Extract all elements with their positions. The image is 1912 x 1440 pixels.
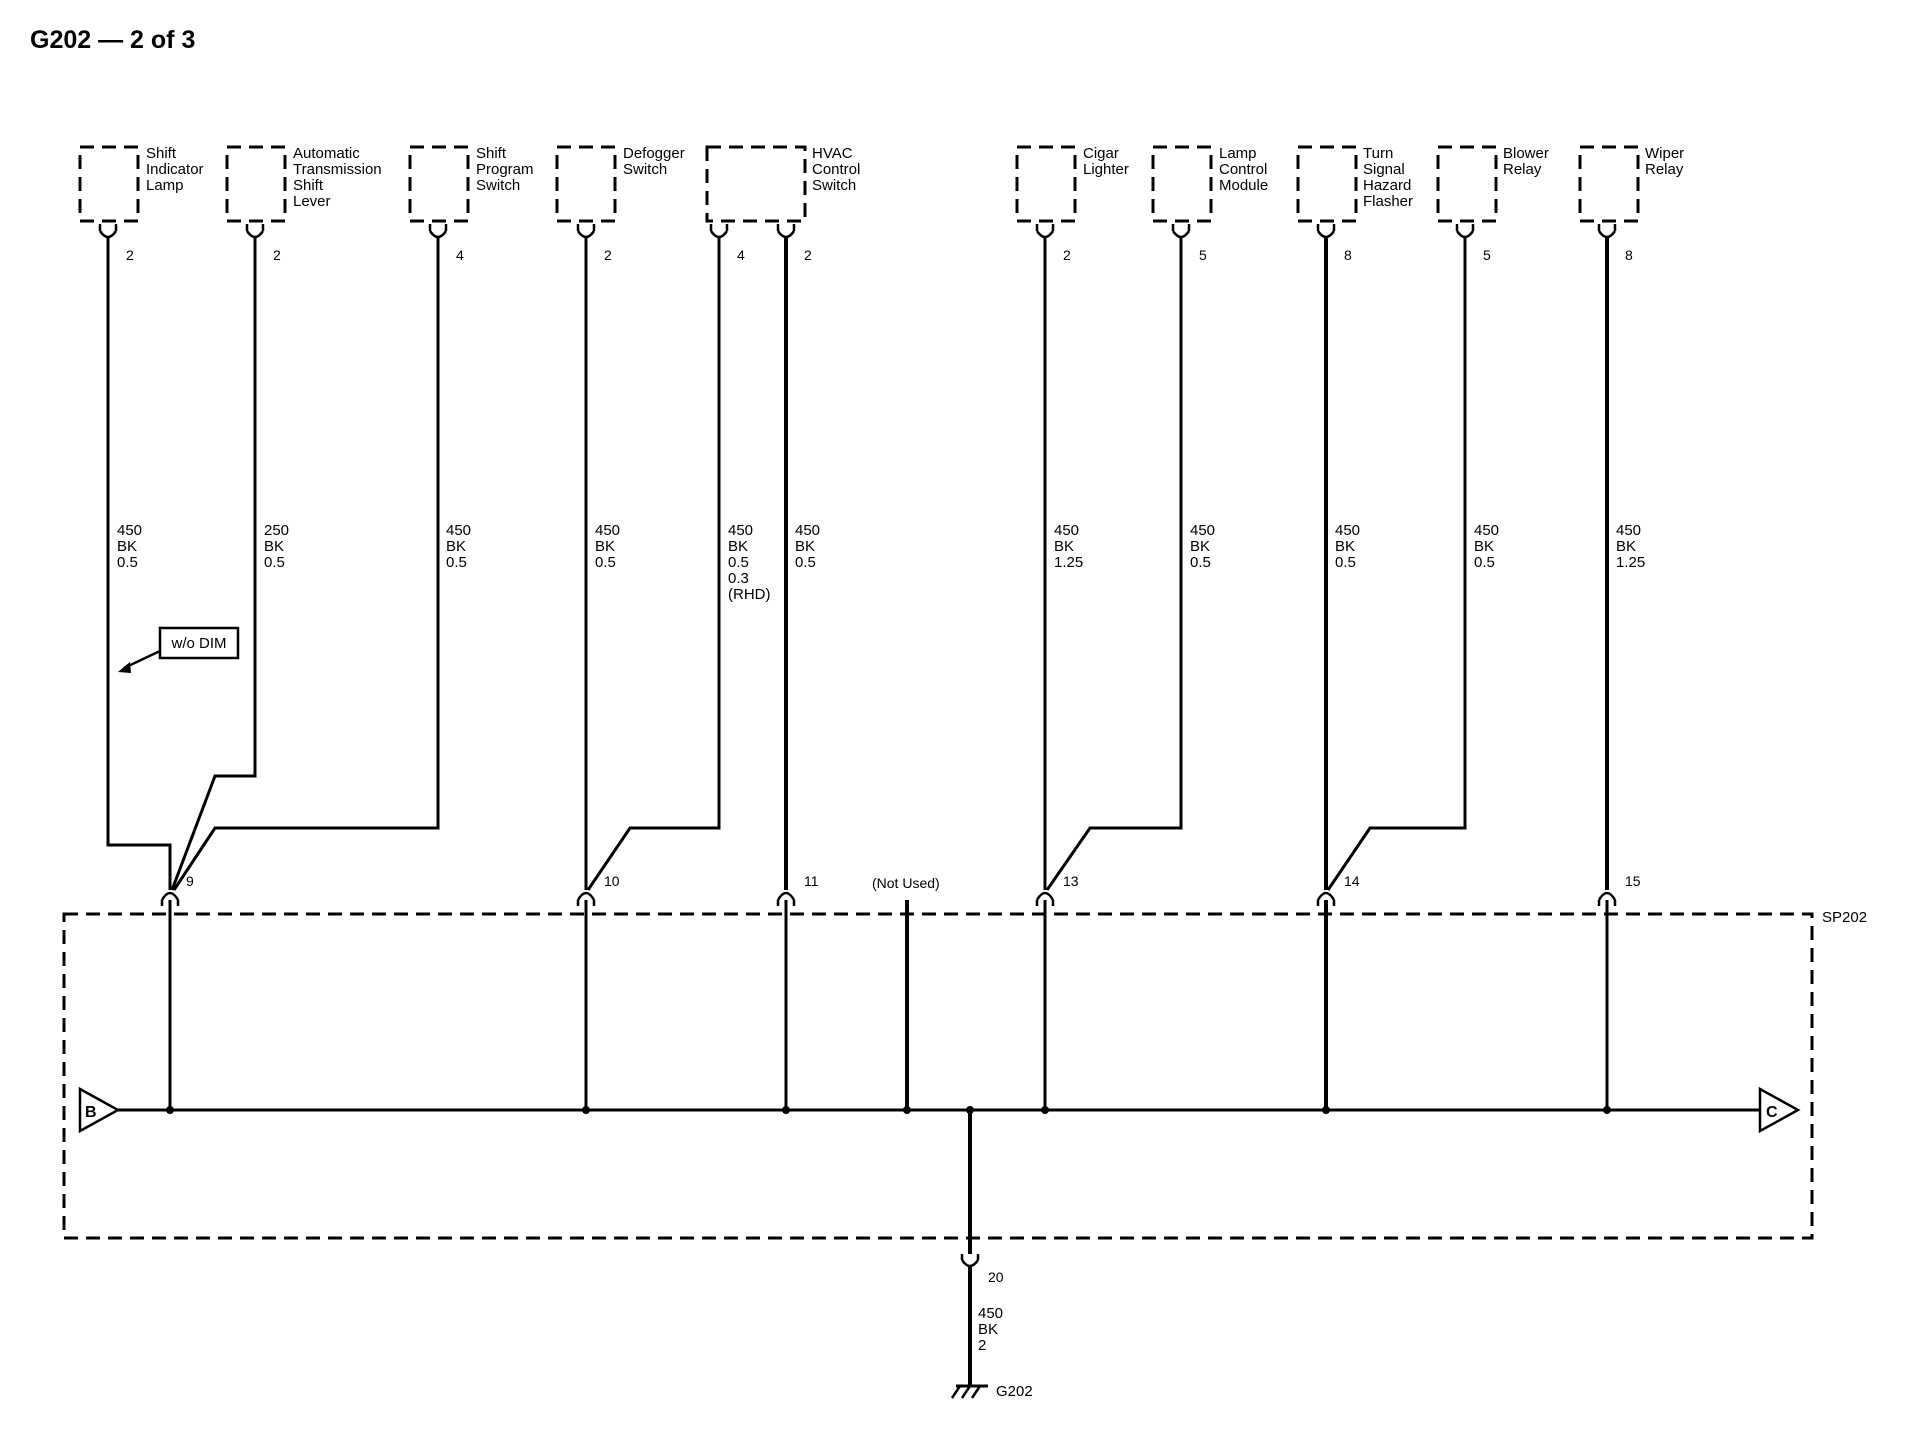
- pin-automatic-transmission-shift-lever: 2: [273, 247, 281, 263]
- splice-pack-outline: [62, 912, 1814, 1240]
- bus-junction-dots: [166, 1106, 1611, 1114]
- top-connector-blower-relay: [1455, 224, 1475, 239]
- label-blower-relay: Blower Relay: [1503, 145, 1553, 178]
- component-box-shift-indicator-lamp: [78, 145, 140, 223]
- wire-shift-program-switch: [172, 238, 440, 891]
- component-box-cigar-lighter: [1015, 145, 1077, 223]
- pin-lamp-control-module: 5: [1199, 247, 1207, 263]
- top-connector-defogger-switch: [576, 224, 596, 239]
- option-note-arrowhead: [118, 662, 131, 673]
- component-box-hvac-control-switch: [705, 145, 807, 223]
- pin-turn-signal-hazard-flasher: 8: [1344, 247, 1352, 263]
- label-cigar-lighter: Cigar Lighter: [1083, 145, 1129, 178]
- wire-label-automatic-transmission-shift-lever: 250 BK 0.5: [264, 522, 293, 571]
- option-note-box: [158, 626, 240, 660]
- splice-pin-10: 10: [604, 873, 620, 889]
- wire-label-lamp-control-module: 450 BK 0.5: [1190, 522, 1219, 571]
- splice-connector-14: [1316, 891, 1336, 906]
- ground-pin: 20: [988, 1269, 1004, 1285]
- label-shift-program-switch: Shift Program Switch: [476, 145, 538, 194]
- splice-connector-10: [576, 891, 596, 906]
- ground-wire-label: 450 BK 2: [978, 1305, 1007, 1354]
- label-defogger-switch: Defogger Switch: [623, 145, 689, 178]
- option-note-label: w/o DIM: [170, 635, 226, 652]
- top-connectors: [98, 224, 1617, 239]
- top-connector-automatic-transmission-shift-lever: [245, 224, 265, 239]
- wire-label-turn-signal-hazard-flasher: 450 BK 0.5: [1335, 522, 1364, 571]
- splice-pin-13: 13: [1063, 873, 1079, 889]
- splice-connector-15: [1597, 891, 1617, 906]
- bus-right-label: C: [1766, 1104, 1778, 1121]
- pin-hvac-4: 4: [737, 247, 745, 263]
- bus-left-arrow: [78, 1086, 121, 1134]
- ground-connector: [960, 1254, 980, 1268]
- splice-pin-14: 14: [1344, 873, 1360, 889]
- component-box-lamp-control-module: [1151, 145, 1213, 223]
- top-connector-hvac-pin-4: [709, 224, 729, 239]
- wire-blower-relay: [1326, 238, 1467, 891]
- component-box-blower-relay: [1436, 145, 1498, 223]
- splice-pin-9: 9: [186, 873, 194, 889]
- wire-label-defogger-switch: 450 BK 0.5: [595, 522, 624, 571]
- label-automatic-transmission-shift-lever: Automatic Transmission Shift Lever: [293, 145, 386, 210]
- top-connector-cigar-lighter: [1035, 224, 1055, 239]
- splice-pin-15: 15: [1625, 873, 1641, 889]
- wires: [106, 238, 1609, 891]
- pin-defogger-switch: 2: [604, 247, 612, 263]
- bus-right-arrow: [1758, 1086, 1801, 1134]
- splice-connector-9: [160, 891, 180, 906]
- ground-name: G202: [996, 1383, 1033, 1400]
- wire-label-blower-relay: 450 BK 0.5: [1474, 522, 1503, 571]
- splice-connectors: [160, 891, 1617, 906]
- pin-wiper-relay: 8: [1625, 247, 1633, 263]
- label-hvac-control-switch: HVAC Control Switch: [812, 145, 865, 194]
- splice-drops: [168, 900, 1609, 1110]
- top-connector-shift-program-switch: [428, 224, 448, 239]
- splice-connector-11: [776, 891, 796, 906]
- pin-cigar-lighter: 2: [1063, 247, 1071, 263]
- component-box-defogger-switch: [555, 145, 617, 223]
- top-connector-turn-signal-hazard-flasher: [1316, 224, 1336, 239]
- label-lamp-control-module: Lamp Control Module: [1219, 145, 1272, 194]
- wire-label-wiper-relay: 450 BK 1.25: [1616, 522, 1645, 571]
- wire-label-hvac-control-switch-4: 450 BK 0.5 0.3 (RHD): [728, 522, 771, 603]
- pin-shift-indicator-lamp: 2: [126, 247, 134, 263]
- label-wiper-relay: Wiper Relay: [1645, 145, 1688, 178]
- wire-label-shift-indicator-lamp: 450 BK 0.5: [117, 522, 146, 571]
- component-box-turn-signal-hazard-flasher: [1296, 145, 1358, 223]
- label-turn-signal-hazard-flasher: Turn Signal Hazard Flasher: [1363, 145, 1416, 210]
- component-box-shift-program-switch: [408, 145, 470, 223]
- splice-connector-13: [1035, 891, 1055, 906]
- wire-label-shift-program-switch: 450 BK 0.5: [446, 522, 475, 571]
- component-box-wiper-relay: [1578, 145, 1640, 223]
- splice-pin-11: 11: [804, 873, 819, 889]
- component-box-automatic-transmission-shift-lever: [225, 145, 287, 223]
- splice-pack-name: SP202: [1822, 909, 1867, 926]
- wire-label-hvac-control-switch-2: 450 BK 0.5: [795, 522, 824, 571]
- page-title: G202 — 2 of 3: [30, 26, 196, 54]
- wire-automatic-transmission-shift-lever: [170, 238, 257, 891]
- wire-hvac-control-switch-4: [586, 238, 721, 891]
- wire-label-cigar-lighter: 450 BK 1.25: [1054, 522, 1083, 571]
- pin-blower-relay: 5: [1483, 247, 1491, 263]
- pin-shift-program-switch: 4: [456, 247, 464, 263]
- splice-pin-not-used: (Not Used): [872, 875, 940, 891]
- label-shift-indicator-lamp: Shift Indicator Lamp: [146, 145, 208, 194]
- ground-symbol: [950, 1384, 988, 1399]
- wire-shift-indicator-lamp: [106, 238, 172, 890]
- wire-lamp-control-module: [1045, 238, 1183, 891]
- top-connector-shift-indicator-lamp: [98, 224, 118, 239]
- top-connector-wiper-relay: [1597, 224, 1617, 239]
- top-connector-hvac-pin-2: [776, 224, 796, 239]
- top-connector-lamp-control-module: [1171, 224, 1191, 239]
- bus-left-label: B: [85, 1104, 97, 1121]
- pin-hvac-2: 2: [804, 247, 812, 263]
